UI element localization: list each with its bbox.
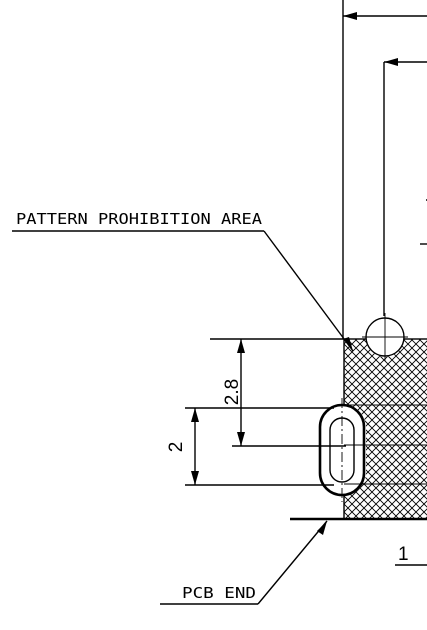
dimension-2	[185, 407, 334, 486]
dimension-label-2-8: 2.8	[222, 379, 243, 405]
pattern-prohibition-hatch	[318, 317, 427, 520]
pcb-end-label: PCB END	[182, 584, 256, 602]
hatch-guide-lines	[344, 404, 427, 485]
dimension-2-8	[210, 338, 346, 447]
dimension-label-1: 1	[398, 544, 409, 565]
pattern-prohibition-label: PATTERN PROHIBITION AREA	[16, 210, 262, 228]
slot-hole	[318, 398, 366, 502]
round-hole	[362, 313, 408, 361]
pcb-end-leader	[160, 520, 328, 605]
pattern-area-leader	[12, 230, 354, 352]
top-dimension-lines	[342, 0, 427, 339]
dimension-label-2: 2	[166, 442, 187, 453]
